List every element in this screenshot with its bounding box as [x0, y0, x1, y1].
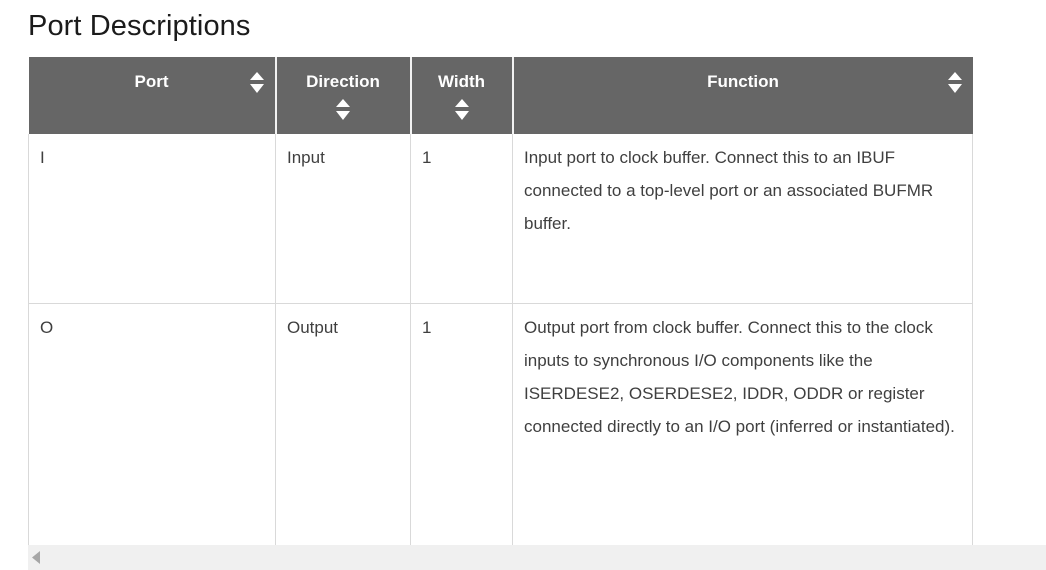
cell-width: 1 — [410, 134, 513, 304]
column-header-direction[interactable]: Direction — [275, 57, 412, 134]
column-header-function-label: Function — [707, 72, 779, 91]
cell-function: Output port from clock buffer. Connect t… — [512, 303, 973, 557]
table-row: O Output 1 Output port from clock buffer… — [28, 303, 973, 557]
scrollbar-track[interactable] — [45, 545, 1046, 570]
port-descriptions-table: Port Direction — [28, 57, 973, 557]
cell-port: I — [28, 134, 276, 304]
horizontal-scrollbar[interactable] — [28, 545, 1046, 570]
page-title: Port Descriptions — [28, 10, 251, 42]
sort-updown-icon[interactable] — [335, 99, 351, 120]
sort-updown-icon[interactable] — [454, 99, 470, 120]
column-header-width-label: Width — [437, 72, 486, 91]
column-header-port[interactable]: Port — [28, 57, 277, 134]
sort-updown-icon[interactable] — [249, 72, 265, 93]
table-row: I Input 1 Input port to clock buffer. Co… — [28, 134, 973, 304]
triangle-left-icon[interactable] — [28, 545, 45, 570]
table-body: I Input 1 Input port to clock buffer. Co… — [28, 134, 973, 557]
port-descriptions-table-container: Port Direction — [28, 57, 973, 557]
table-header-row: Port Direction — [28, 57, 973, 134]
table-header: Port Direction — [28, 57, 973, 134]
column-header-function[interactable]: Function — [512, 57, 973, 134]
cell-port: O — [28, 303, 276, 557]
column-header-port-label: Port — [134, 72, 169, 91]
cell-direction: Input — [275, 134, 411, 304]
column-header-width[interactable]: Width — [410, 57, 514, 134]
sort-updown-icon[interactable] — [947, 72, 963, 93]
cell-direction: Output — [275, 303, 411, 557]
cell-width: 1 — [410, 303, 513, 557]
cell-function: Input port to clock buffer. Connect this… — [512, 134, 973, 304]
column-header-direction-label: Direction — [306, 72, 380, 91]
